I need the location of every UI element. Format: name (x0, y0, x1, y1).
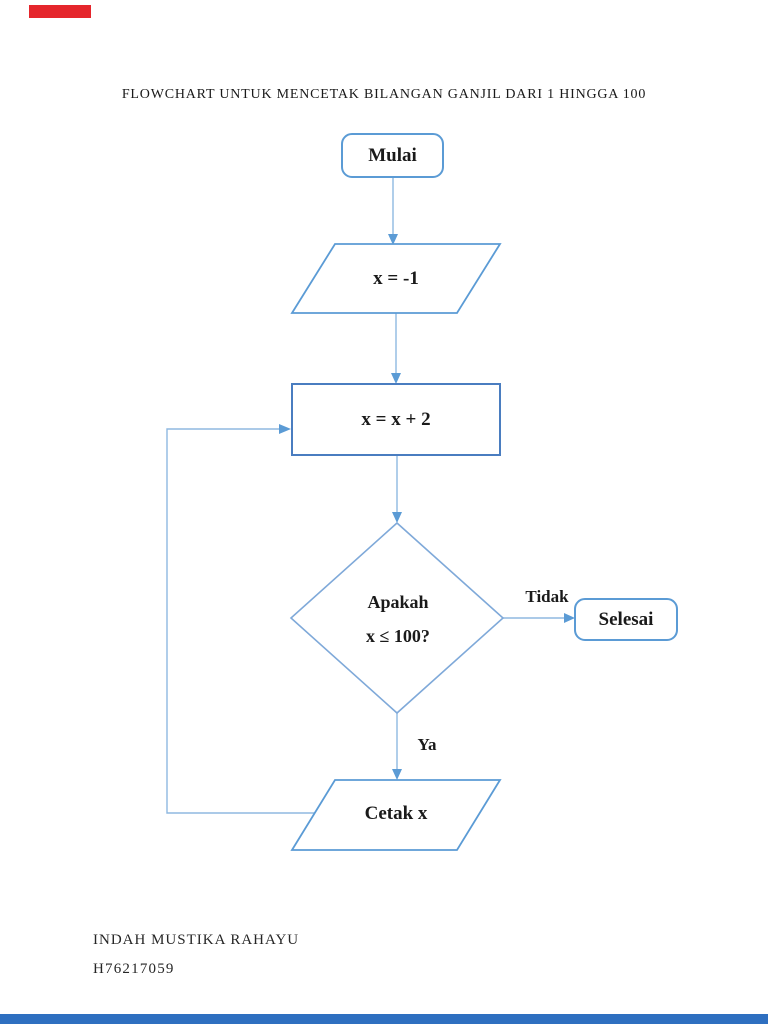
node-decision-shape (289, 521, 505, 715)
arrowhead-init-increment (391, 373, 401, 384)
node-print-shape (290, 779, 502, 851)
bottom-bar (0, 1014, 768, 1024)
edge-label-ya: Ya (417, 735, 437, 754)
node-print-label: Cetak x (364, 803, 428, 824)
footer: INDAH MUSTIKA RAHAYU H76217059 (93, 932, 299, 978)
node-increment-label: x = x + 2 (361, 408, 431, 430)
node-decision-label-line2: x ≤ 100? (366, 625, 430, 646)
arrowhead-decision-end (564, 613, 575, 623)
node-decision-label-line1: Apakah (367, 591, 429, 612)
edge-print-increment-loop (166, 428, 316, 814)
footer-author: INDAH MUSTIKA RAHAYU (93, 932, 300, 948)
arrowhead-start-init (388, 234, 398, 245)
arrowhead-increment-decision (392, 512, 402, 523)
node-start-shape (341, 133, 444, 178)
top-ribbon (29, 5, 91, 18)
node-start-label: Mulai (368, 144, 417, 166)
footer-student-id: H76217059 (93, 961, 175, 977)
node-increment-shape (291, 383, 501, 456)
edge-label-tidak: Tidak (525, 587, 569, 606)
node-end-label: Selesai (598, 608, 654, 630)
node-end-shape (574, 598, 678, 641)
node-init-label: x = -1 (373, 267, 419, 289)
arrowhead-print-increment (279, 424, 291, 434)
page-title: FLOWCHART UNTUK MENCETAK BILANGAN GANJIL… (121, 87, 647, 102)
arrowhead-decision-print (392, 769, 402, 780)
node-init-shape (290, 243, 502, 314)
